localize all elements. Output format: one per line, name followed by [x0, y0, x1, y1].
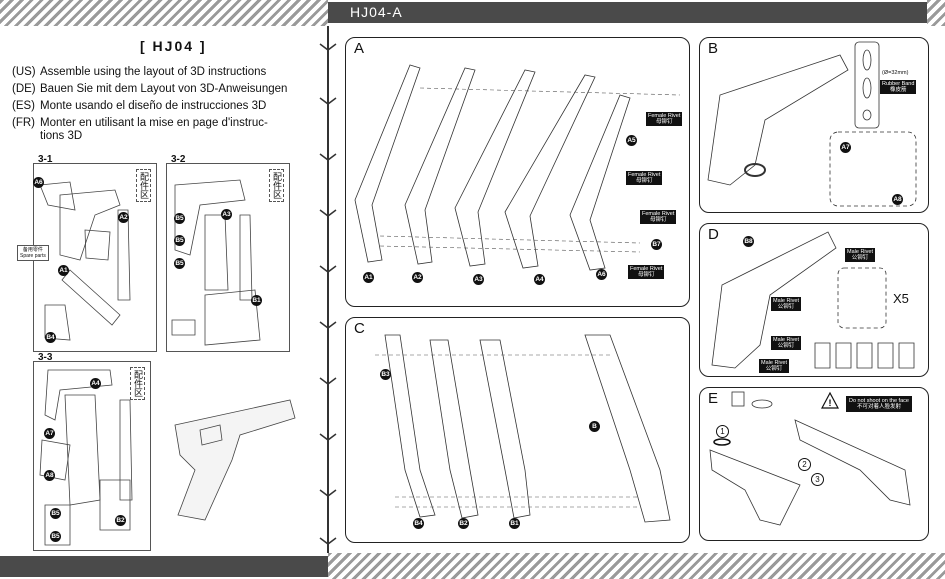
- divider-tick: [318, 42, 338, 52]
- bottom-dark-bar: [0, 556, 328, 577]
- part-marker-a1: A1: [58, 265, 69, 276]
- sheet-label-3-3: 3-3: [38, 352, 53, 363]
- spare-zone-3-1: 配件区: [136, 169, 151, 202]
- part-marker-b4: B4: [45, 332, 56, 343]
- sheet-label-3-2: 3-2: [171, 154, 186, 165]
- part-marker-a8: A8: [44, 470, 55, 481]
- part-marker-b5: B5: [174, 213, 185, 224]
- part-marker-a7: A7: [44, 428, 55, 439]
- fold-divider: [327, 26, 329, 553]
- part-marker-b5b: B5: [174, 235, 185, 246]
- part-marker-b5c: B5: [174, 258, 185, 269]
- spare-zone-3-2: 配件区: [269, 169, 284, 202]
- lang-us: (US)Assemble using the layout of 3D inst…: [12, 66, 267, 78]
- part-marker-a6-panel: A6: [596, 269, 607, 280]
- lang-es: (ES)Monte usando el diseño de instruccio…: [12, 100, 267, 112]
- part-marker-b3-panel: B3: [380, 369, 391, 380]
- part-marker-a6: A6: [33, 177, 44, 188]
- part-marker-a4: A4: [90, 378, 101, 389]
- top-stripe-left: [0, 0, 328, 26]
- part-marker-b5d: B5: [50, 508, 61, 519]
- model-code: HJ04-A: [350, 4, 403, 20]
- part-marker-b-panel: B: [589, 421, 600, 432]
- part-marker-a8-panel-b: A8: [892, 194, 903, 205]
- bottom-stripe: [328, 553, 945, 579]
- divider-tick: [318, 96, 338, 106]
- sheet-3-2: 配件区: [166, 163, 290, 352]
- sheet-3-3: 配件区: [33, 361, 151, 551]
- step-2: 2: [798, 458, 811, 471]
- panel-c: C: [345, 317, 690, 543]
- divider-tick: [318, 320, 338, 330]
- quantity-multiplier: X5: [893, 291, 909, 306]
- part-marker-b1: B1: [251, 295, 262, 306]
- step-3: 3: [811, 473, 824, 486]
- top-banner: HJ04-A: [0, 0, 945, 26]
- part-marker-b2-panel: B2: [458, 518, 469, 529]
- divider-tick: [318, 208, 338, 218]
- part-marker-a2: A2: [118, 212, 129, 223]
- bottom-banner: [0, 553, 945, 579]
- brand-title: [ HJ04 ]: [140, 38, 207, 54]
- top-title-bar: [328, 2, 945, 23]
- part-marker-b1-panel: B1: [509, 518, 520, 529]
- part-marker-a3: A3: [221, 209, 232, 220]
- panel-a-label: A: [354, 40, 365, 57]
- panel-c-label: C: [354, 320, 365, 337]
- part-marker-b2: B2: [115, 515, 126, 526]
- divider-tick: [318, 264, 338, 274]
- divider-tick: [318, 488, 338, 498]
- divider-tick: [318, 432, 338, 442]
- spare-zone-3-3: 配件区: [130, 367, 145, 400]
- lang-fr: (FR)Monter en utilisant la mise en page …: [12, 117, 268, 142]
- part-marker-a4-panel: A4: [534, 274, 545, 285]
- sheet-label-3-1: 3-1: [38, 154, 53, 165]
- part-marker-b4-panel: B4: [413, 518, 424, 529]
- panel-b: B: [699, 37, 929, 213]
- top-stripe-right: [927, 0, 945, 26]
- part-marker-b5e: B5: [50, 531, 61, 542]
- panel-b-label: B: [708, 40, 719, 57]
- part-marker-a5-panel: A5: [626, 135, 637, 146]
- part-marker-b7-panel: B7: [651, 239, 662, 250]
- part-marker-a2-panel: A2: [412, 272, 423, 283]
- divider-tick: [318, 152, 338, 162]
- divider-tick: [318, 536, 338, 546]
- part-marker-b8-panel: B8: [743, 236, 754, 247]
- part-marker-a1-panel: A1: [363, 272, 374, 283]
- sheet-3-1: 配件区: [33, 163, 157, 352]
- divider-tick: [318, 376, 338, 386]
- lang-de: (DE)Bauen Sie mit dem Layout von 3D-Anwe…: [12, 83, 288, 95]
- part-marker-a7-panel-b: A7: [840, 142, 851, 153]
- step-1: 1: [716, 425, 729, 438]
- panel-d-label: D: [708, 226, 719, 243]
- panel-e-label: E: [708, 390, 719, 407]
- band-size: (Ø=32mm): [882, 70, 909, 76]
- part-marker-a3-panel: A3: [473, 274, 484, 285]
